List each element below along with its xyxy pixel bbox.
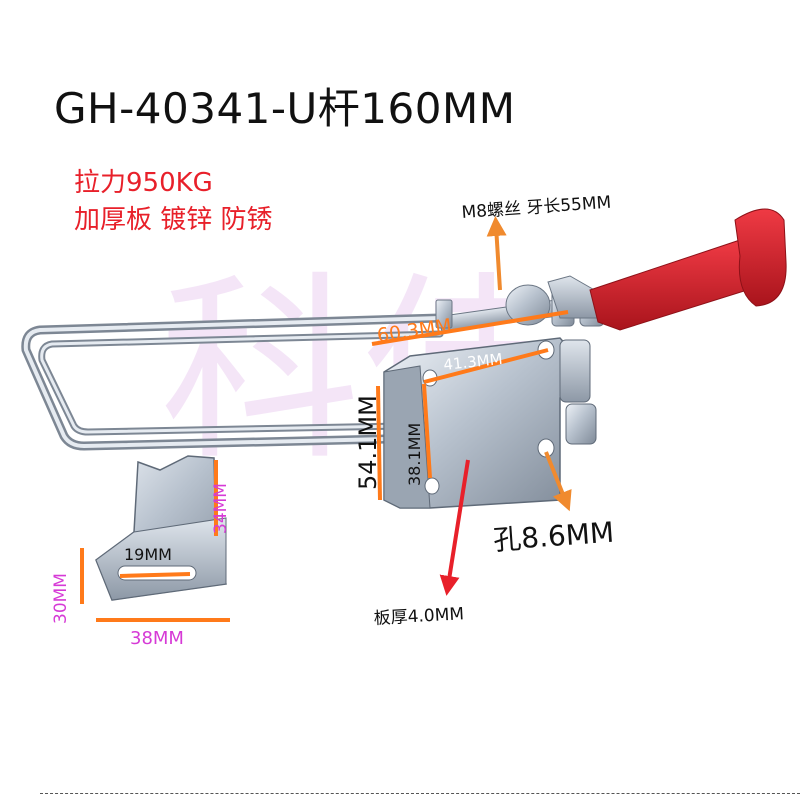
thickness-arrow bbox=[439, 459, 470, 596]
label-height-outer: 54.1MM bbox=[354, 395, 382, 490]
red-handle bbox=[547, 208, 787, 331]
bottom-divider bbox=[40, 793, 800, 794]
label-catch-side: 30MM bbox=[51, 573, 71, 624]
product-title: GH-40341-U杆160MM bbox=[54, 84, 516, 133]
label-catch-height: 34MM bbox=[211, 483, 231, 534]
label-thread: M8螺丝 牙长55MM bbox=[461, 193, 612, 223]
u-rod bbox=[21, 313, 445, 451]
label-plate-thickness: 板厚4.0MM bbox=[373, 604, 464, 629]
spec-pull-force: 拉力950KG bbox=[74, 168, 213, 198]
dimension-lines bbox=[80, 310, 569, 622]
label-height-inner: 38.1MM bbox=[405, 423, 424, 486]
thread-arrow bbox=[486, 216, 507, 291]
hole-arrow bbox=[544, 451, 572, 512]
label-hole: 孔8.6MM bbox=[492, 516, 615, 557]
spec-features: 加厚板 镀锌 防锈 bbox=[74, 205, 273, 235]
label-catch-width: 38MM bbox=[130, 628, 184, 649]
catch-plate bbox=[95, 455, 227, 601]
label-catch-slot: 19MM bbox=[124, 545, 172, 564]
